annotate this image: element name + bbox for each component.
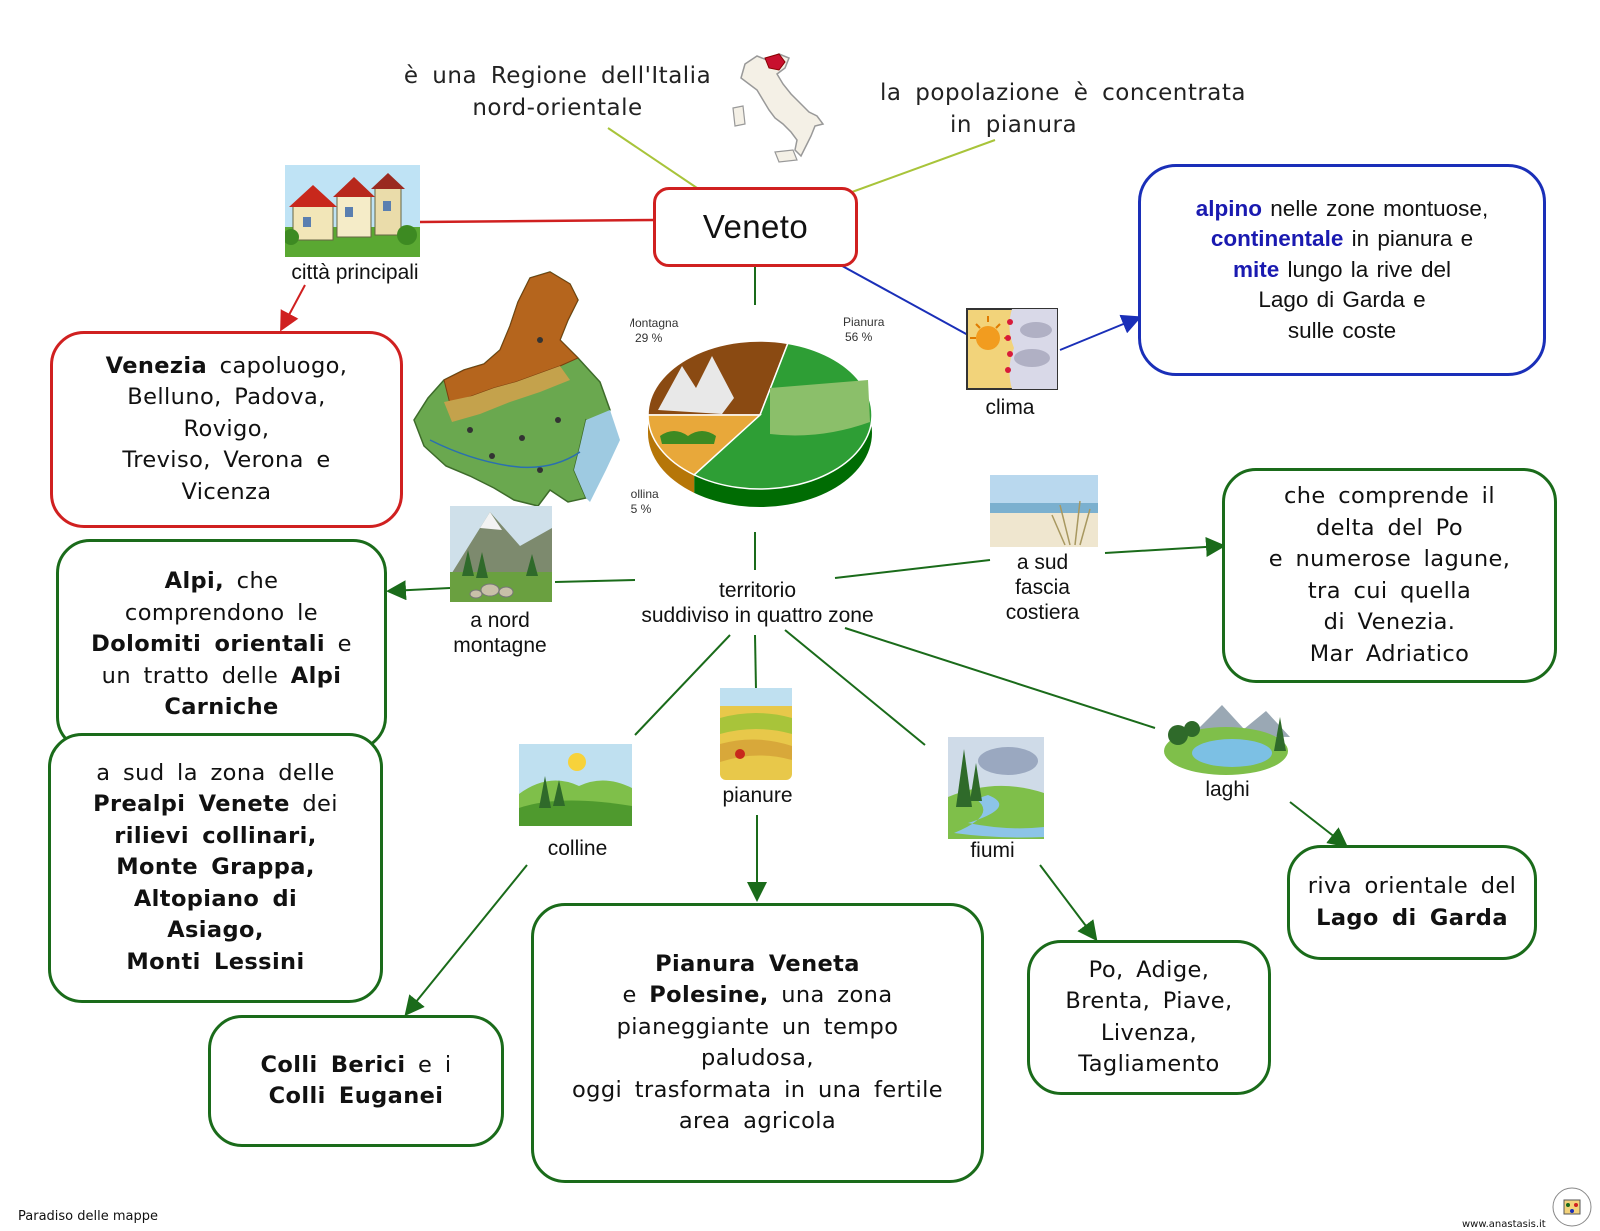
collina-label: Collina bbox=[630, 487, 659, 501]
climate-box: alpino nelle zone montuose, continentale… bbox=[1138, 164, 1546, 376]
line-plains bbox=[754, 634, 757, 691]
arrow-cities bbox=[280, 284, 306, 332]
territory-pie-chart: Montagna 29 % Pianura 56 % Collina 15 % bbox=[630, 315, 885, 516]
hills-label: colline bbox=[547, 837, 608, 860]
cities-box: Venezia capoluogo, Belluno, Padova, Rovi… bbox=[50, 331, 403, 528]
pie-decor-trees bbox=[660, 431, 716, 444]
supermappe-logo-icon bbox=[1552, 1187, 1592, 1227]
coast-icon bbox=[990, 475, 1098, 547]
rivers-icon bbox=[948, 737, 1044, 839]
arrow-hills bbox=[404, 864, 528, 1017]
line-coast bbox=[834, 559, 991, 579]
rivers-box: Po, Adige, Brenta, Piave, Livenza, Tagli… bbox=[1027, 940, 1271, 1095]
veneto-map-illustration bbox=[413, 271, 620, 507]
arrow-coast bbox=[1104, 536, 1226, 557]
italy-map-icon bbox=[732, 53, 825, 163]
line-climate bbox=[834, 261, 969, 336]
line-population bbox=[851, 139, 996, 193]
climate-label: clima bbox=[985, 396, 1035, 419]
line-rivers bbox=[784, 629, 926, 746]
pianura-value: 56 % bbox=[845, 330, 873, 344]
coast-box: che comprende il delta del Po e numerose… bbox=[1222, 468, 1557, 683]
climate-icon bbox=[966, 308, 1058, 390]
footer-brand: Paradiso delle mappe bbox=[18, 1209, 158, 1224]
mountains-box: Alpi, che comprendono le Dolomiti orient… bbox=[56, 539, 387, 751]
collina-value: 15 % bbox=[630, 502, 652, 516]
pianura-label: Pianura bbox=[843, 315, 885, 329]
pie-side-collina bbox=[648, 415, 695, 493]
title-box: Veneto bbox=[653, 187, 858, 267]
montagna-label: Montagna bbox=[630, 316, 679, 330]
plains-label: pianure bbox=[722, 784, 793, 807]
line-cities bbox=[419, 218, 656, 224]
pie-group bbox=[647, 340, 873, 507]
arrow-rivers bbox=[1039, 864, 1098, 942]
arrow-mountains bbox=[386, 580, 451, 601]
plains-icon bbox=[720, 688, 792, 780]
pie-decor-field bbox=[770, 380, 870, 436]
line-lakes bbox=[844, 627, 1156, 729]
lakes-box: riva orientale del Lago di Garda bbox=[1287, 845, 1537, 960]
lakes-label: laghi bbox=[1205, 778, 1250, 801]
hills-box: Colli Berici e i Colli Euganei bbox=[208, 1015, 504, 1147]
pie-decor-mountains bbox=[658, 356, 734, 414]
line-region bbox=[607, 127, 701, 191]
plains-box: Pianura Veneta e Polesine, una zona pian… bbox=[531, 903, 984, 1183]
montagna-value: 29 % bbox=[635, 331, 663, 345]
rivers-label: fiumi bbox=[970, 839, 1015, 862]
prealps-box: a sud la zona delle Prealpi Venete dei r… bbox=[48, 733, 383, 1003]
line-mountains bbox=[554, 579, 636, 583]
arrow-climate bbox=[1059, 314, 1142, 351]
footer-url: www.anastasis.it bbox=[1462, 1219, 1546, 1230]
town-icon bbox=[285, 165, 420, 257]
line-hills bbox=[634, 634, 731, 736]
mountains-icon bbox=[450, 506, 552, 602]
lakes-icon bbox=[1164, 705, 1290, 775]
cities-label: città principali bbox=[291, 261, 419, 284]
page-title: Veneto bbox=[702, 208, 809, 246]
pie-side-pianura bbox=[694, 343, 872, 507]
hills-icon bbox=[519, 744, 632, 826]
pie-slice-collina bbox=[647, 414, 762, 476]
arrow-lakes bbox=[1289, 801, 1349, 848]
